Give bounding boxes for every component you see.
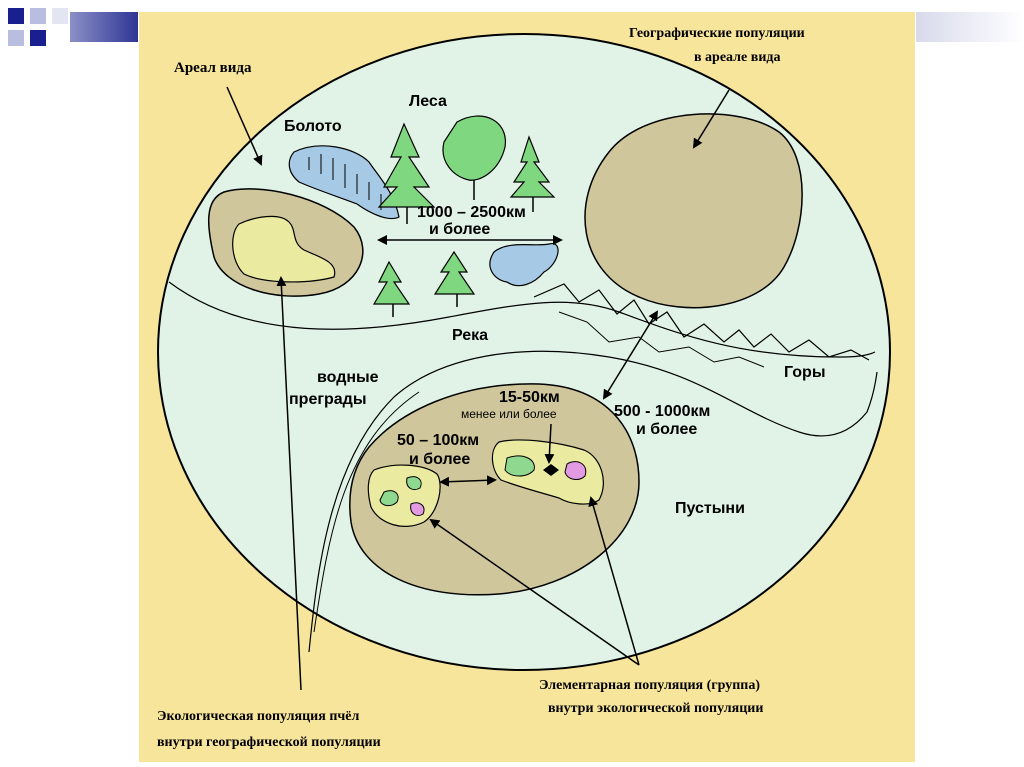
geographic-population-bottom — [349, 383, 640, 596]
mountain-range-lower — [558, 311, 765, 368]
elementary-group — [543, 464, 559, 476]
label-dist-small-1: 15-50км — [499, 389, 560, 406]
tree-icon — [442, 115, 506, 181]
label-elementary-1: Элементарная популяция (группа) — [539, 678, 760, 693]
header-bar-right — [916, 12, 1024, 42]
arrow-elementary-2 — [429, 518, 640, 666]
mountain-range — [533, 283, 870, 361]
arrow-range — [226, 86, 263, 166]
corner-square-light-2 — [8, 30, 24, 46]
geographic-population-right — [584, 113, 803, 309]
arrow-ecological — [276, 276, 302, 691]
label-forests: Леса — [409, 93, 447, 110]
label-water-barriers-1: водные — [317, 369, 379, 386]
population-diagram: Ареал вида Географические популяции в ар… — [139, 12, 915, 762]
label-elementary-2: внутри экологической популяции — [548, 701, 763, 716]
header-bar-left — [70, 12, 138, 42]
label-dist-group-2: и более — [409, 451, 470, 468]
corner-square-faint — [52, 8, 68, 24]
corner-square-light — [30, 8, 46, 24]
label-dist-mid-2: и более — [636, 421, 697, 438]
elementary-group — [406, 476, 422, 491]
corner-square-dark — [8, 8, 24, 24]
corner-square-dark-2 — [30, 30, 46, 46]
label-geo-populations-1: Географические популяции — [629, 26, 805, 41]
river-branch — [313, 391, 420, 633]
label-ecological-2: внутри географической популяции — [157, 735, 381, 750]
label-deserts: Пустыни — [675, 500, 745, 517]
diagram-panel: Ареал вида Географические популяции в ар… — [139, 12, 915, 762]
tree-icon — [372, 260, 411, 305]
arrow-dist-mid — [602, 310, 659, 400]
river-bank-upper — [168, 281, 876, 358]
label-water-barriers-2: преграды — [289, 391, 367, 408]
elementary-group — [504, 455, 535, 477]
tree-icon — [433, 250, 476, 295]
label-swamp: Болото — [284, 118, 342, 135]
ecological-population-left — [232, 215, 336, 283]
label-dist-group-1: 50 – 100км — [397, 432, 479, 449]
forest-trees — [372, 115, 556, 305]
label-dist-mid-1: 500 - 1000км — [614, 403, 710, 420]
label-dist-big-2: и более — [429, 221, 490, 238]
swamp-area — [288, 145, 400, 220]
label-range: Ареал вида — [174, 60, 252, 76]
label-ecological-1: Экологическая популяция пчёл — [157, 709, 359, 724]
elementary-group — [379, 490, 399, 507]
label-river: Река — [452, 327, 488, 344]
elementary-group — [564, 461, 587, 480]
arrow-geo-populations — [692, 89, 730, 149]
label-dist-small-2: менее или более — [461, 407, 557, 421]
ecological-population-group-left — [367, 464, 441, 527]
arrow-elementary-1 — [588, 496, 640, 666]
arrow-dist-group — [439, 475, 497, 487]
elementary-group — [410, 502, 425, 517]
label-dist-big-1: 1000 – 2500км — [417, 204, 526, 221]
label-mountains: Горы — [784, 364, 825, 381]
arrow-dist-small — [544, 423, 555, 464]
label-geo-populations-2: в ареале вида — [694, 50, 780, 65]
tree-trunks — [392, 180, 534, 317]
